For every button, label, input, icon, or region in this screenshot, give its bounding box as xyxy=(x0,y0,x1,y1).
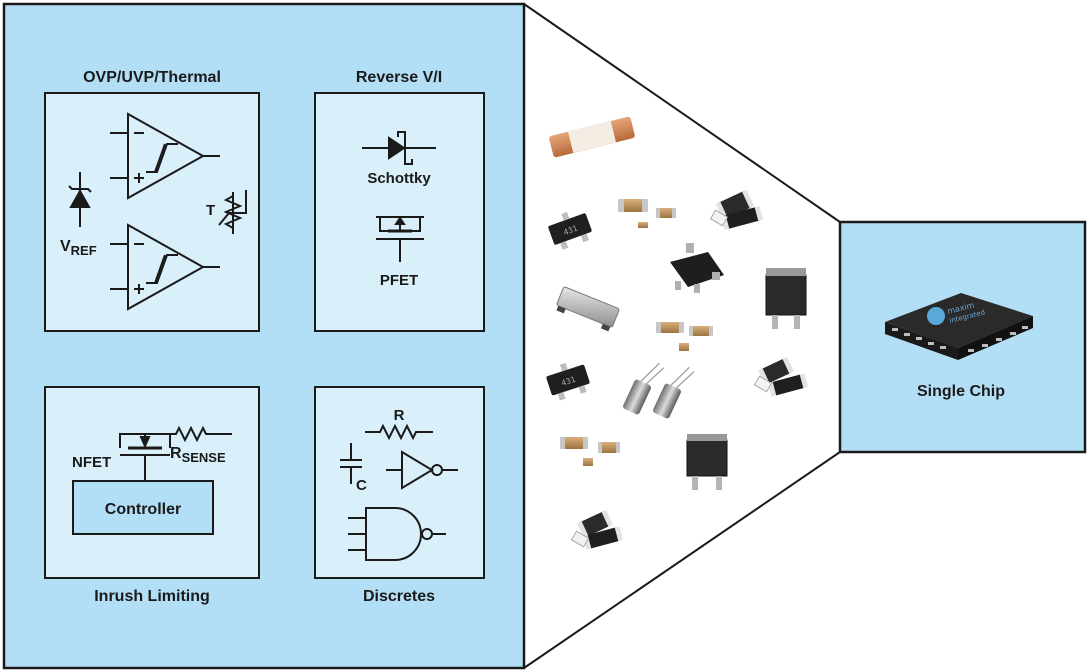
sot223-image xyxy=(670,243,724,293)
electrolytic-capacitors-image xyxy=(623,362,695,419)
comparator-symbol-upper xyxy=(110,112,220,200)
ceramic-capacitor-image xyxy=(618,199,676,228)
discretes-block-title: Discretes xyxy=(363,588,435,605)
protection-block-title: OVP/UVP/Thermal xyxy=(83,69,221,86)
ceramic-capacitor-image-2 xyxy=(656,322,713,351)
smd-inductor-image xyxy=(556,286,620,332)
discretes-block: R C Discretes xyxy=(314,386,485,605)
vref-label: VREF xyxy=(60,238,97,258)
shunt-resistor-image xyxy=(549,116,635,158)
capacitor-label: C xyxy=(356,477,367,494)
d2pak-image xyxy=(765,268,807,329)
sense-resistor-icon xyxy=(170,425,232,443)
resistor-label: R xyxy=(394,407,405,424)
nfet-label: NFET xyxy=(72,454,111,471)
ic-package-image: maxim integrated xyxy=(885,293,1033,360)
single-chip-label: Single Chip xyxy=(917,383,1005,400)
inrush-block: NFET RSENSE Controller Inrush Limiting xyxy=(44,386,260,605)
resistor-icon xyxy=(365,423,433,441)
projection-lines xyxy=(523,3,841,669)
svg-text:431: 431 xyxy=(560,375,577,388)
sot23-image-2: 431 xyxy=(546,362,590,401)
schottky-label: Schottky xyxy=(367,170,431,187)
inverter-icon xyxy=(386,450,458,490)
pfet-label: PFET xyxy=(380,272,418,289)
inrush-block-title: Inrush Limiting xyxy=(94,588,210,605)
ceramic-capacitor-image-3 xyxy=(560,437,620,466)
protection-block: OVP/UVP/Thermal VREF xyxy=(44,69,260,332)
comparator-symbol-lower xyxy=(110,223,220,311)
thermistor-label: T xyxy=(206,202,215,219)
brand-logo-icon xyxy=(927,307,945,325)
chip-resistors-image xyxy=(709,189,764,230)
sot23-image: 431 xyxy=(548,211,592,250)
single-chip-panel: maxim integrated Single Chip xyxy=(838,220,1087,454)
thermistor-icon xyxy=(218,190,247,234)
controller-label: Controller xyxy=(105,501,181,518)
reverse-block-title: Reverse V/I xyxy=(356,69,442,86)
d2pak-image-2 xyxy=(686,434,728,490)
controller-box xyxy=(72,480,214,535)
schottky-diode-icon xyxy=(362,131,436,165)
pfet-icon xyxy=(376,216,424,262)
discrete-components-cluster: 431 xyxy=(546,116,809,550)
zener-diode-icon xyxy=(68,172,92,227)
chip-resistors-image-3 xyxy=(570,509,624,550)
capacitor-icon xyxy=(340,443,362,484)
reverse-block: Reverse V/I Schottky PFET xyxy=(314,69,485,332)
nand-gate-icon xyxy=(348,507,446,561)
rsense-label: RSENSE xyxy=(170,445,226,465)
chip-resistors-image-2 xyxy=(753,356,809,397)
nfet-icon xyxy=(119,433,171,481)
